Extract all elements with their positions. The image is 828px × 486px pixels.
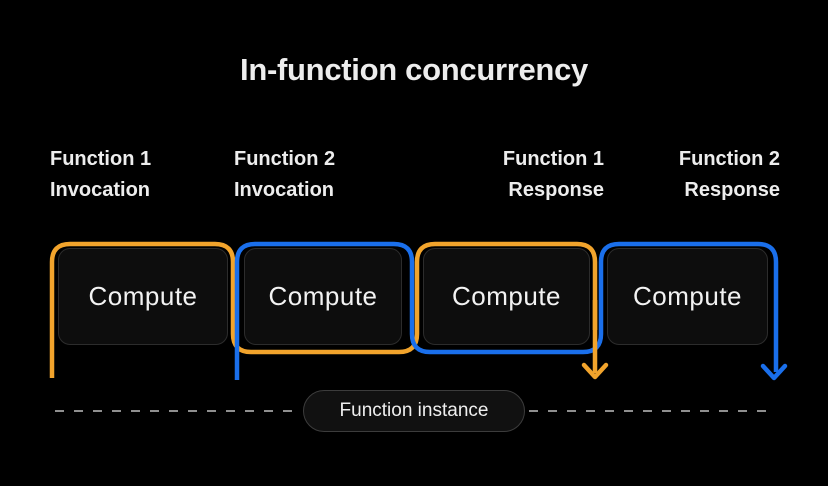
label-line2: Response	[508, 179, 604, 201]
label-function1-invocation: Function 1 Invocation	[50, 144, 151, 206]
label-line1: Function 2	[678, 148, 780, 170]
function1-flow-path	[49, 241, 598, 378]
label-line1: Function 1	[50, 148, 152, 170]
compute-box-label: Compute	[633, 281, 742, 311]
label-line1: Function 2	[234, 148, 336, 170]
compute-box-label: Compute	[88, 281, 198, 311]
label-function1-response: Function 1 Response	[503, 144, 604, 206]
label-function2-response: Function 2 Response	[679, 144, 780, 206]
compute-box-2: Compute	[244, 248, 402, 345]
label-line1: Function 1	[502, 148, 604, 170]
diagram-title: In-function concurrency	[240, 52, 588, 87]
function-instance-label: Function instance	[339, 400, 489, 421]
compute-box-3: Compute	[423, 248, 590, 345]
label-line2: Invocation	[234, 179, 335, 201]
label-line2: Invocation	[50, 179, 151, 201]
function1-arrowhead-icon	[581, 362, 609, 380]
compute-box-label: Compute	[452, 281, 561, 311]
compute-box-label: Compute	[268, 281, 378, 311]
compute-box-4: Compute	[607, 248, 768, 345]
function2-flow-path	[234, 241, 779, 380]
label-line2: Response	[684, 179, 780, 201]
label-function2-invocation: Function 2 Invocation	[234, 144, 335, 206]
function2-arrowhead-icon	[760, 363, 788, 381]
function-instance-pill: Function instance	[303, 390, 525, 432]
compute-box-1: Compute	[58, 248, 228, 345]
